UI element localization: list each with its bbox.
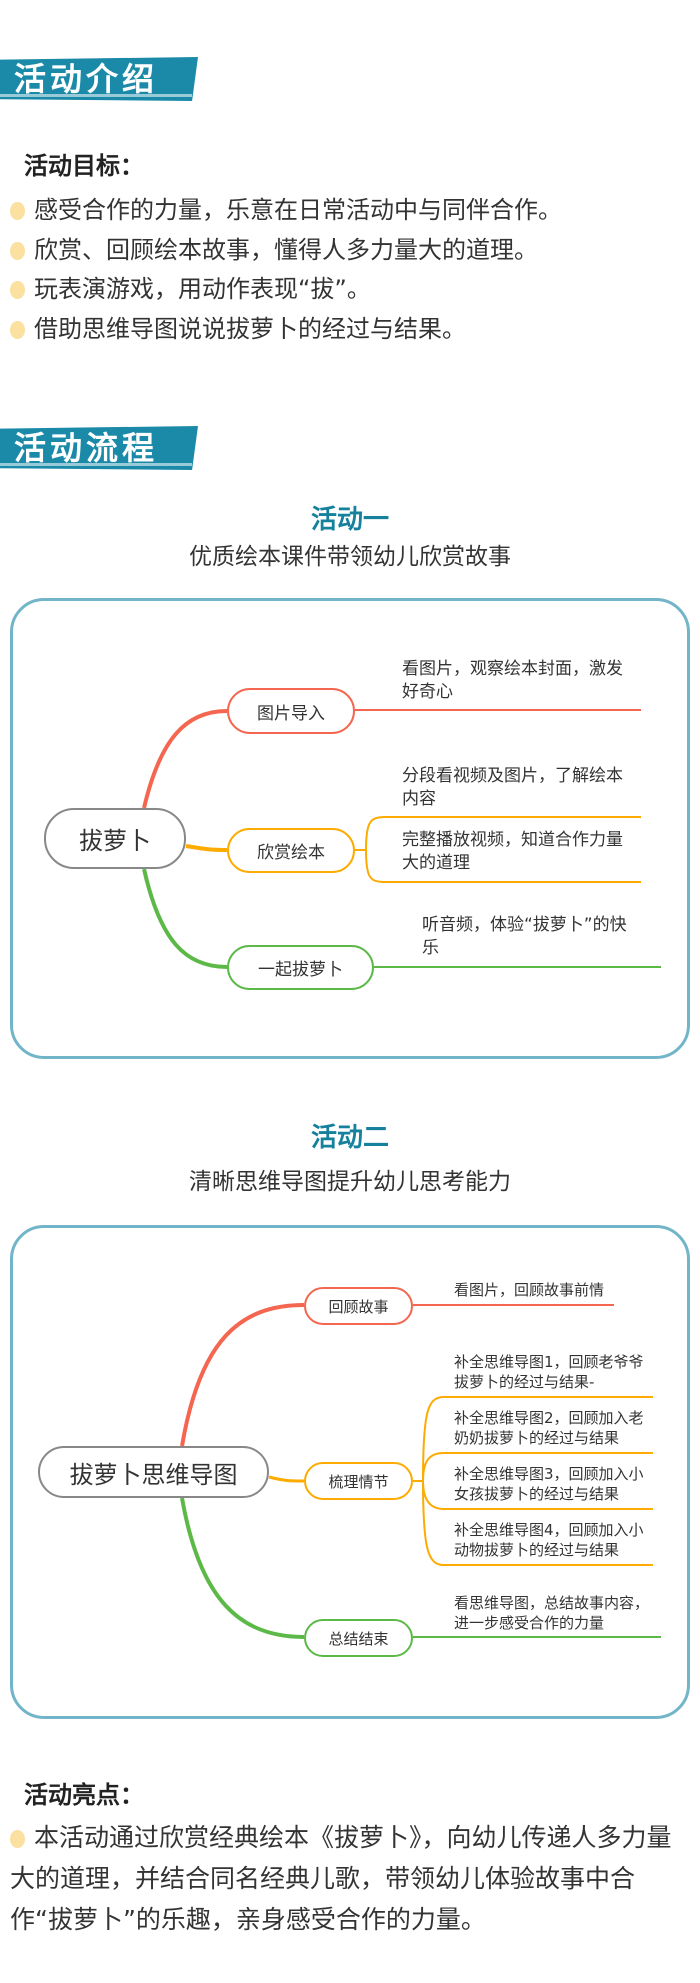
connector-red — [142, 709, 228, 809]
mindmap2-node-sort-plot: 梳理情节 — [304, 1462, 413, 1500]
activity2-subtitle: 清晰思维导图提升幼儿思考能力 — [189, 1169, 511, 1195]
section-banner-process: 活动流程 — [0, 426, 198, 470]
goal-item: 玩表演游戏，用动作表现“拔”。 — [10, 269, 371, 304]
connector-orange — [185, 844, 228, 852]
mindmap1-leaf: 看图片，观察绘本封面，激发好奇心 — [402, 659, 623, 702]
mindmap1-node-appreciate: 欣赏绘本 — [227, 828, 355, 873]
bullet-dot-icon — [10, 202, 25, 220]
activity2-title: 活动二 — [310, 1123, 389, 1153]
mindmap1-leaf: 分段看视频及图片，了解绘本内容 — [402, 766, 623, 809]
mindmap2-leaf: 看思维导图，总结故事内容，进一步感受合作的力量 — [454, 1594, 650, 1632]
mindmap2-node-summary: 总结结束 — [304, 1619, 413, 1657]
leaf-line-orange — [413, 1396, 653, 1566]
mindmap2-leaf: 看图片，回顾故事前情 — [454, 1281, 605, 1299]
mindmap1-root: 拔萝卜 — [44, 808, 186, 869]
goals-heading: 活动目标： — [10, 146, 158, 183]
goal-item: 感受合作的力量，乐意在日常活动中与同伴合作。 — [10, 190, 562, 225]
highlights-paragraph: 本活动通过欣赏经典绘本《拔萝卜》，向幼儿传递人多力量大的道理，并结合同名经典儿歌… — [10, 1823, 672, 1934]
mindmap2-leaf: 补全思维导图4，回顾加入小动物拔萝卜的经过与结果 — [454, 1521, 644, 1559]
mindmap1-frame — [10, 598, 690, 1059]
mindmap2-leaf: 补全思维导图3，回顾加入小女孩拔萝卜的经过与结果 — [454, 1465, 644, 1503]
connector-red — [180, 1303, 305, 1447]
goal-item: 借助思维导图说说拔萝卜的经过与结果。 — [10, 309, 466, 344]
mindmap1-leaf: 听音频，体验“拔萝卜”的快乐 — [422, 915, 627, 958]
mindmap1-node-picture-intro: 图片导入 — [227, 688, 355, 734]
mindmap2-leaf: 补全思维导图1，回顾老爷爷拔萝卜的经过与结果- — [454, 1353, 644, 1391]
highlights-heading: 活动亮点： — [10, 1775, 158, 1812]
goal-item: 欣赏、回顾绘本故事，懂得人多力量大的道理。 — [10, 230, 538, 265]
activity1-title: 活动一 — [310, 505, 389, 535]
section-banner-intro: 活动介绍 — [0, 57, 198, 101]
mindmap2-leaf: 补全思维导图2，回顾加入老奶奶拔萝卜的经过与结果 — [454, 1409, 644, 1447]
bullet-dot-icon — [10, 321, 25, 339]
mindmap1-leaf: 完整播放视频，知道合作力量大的道理 — [402, 830, 623, 873]
connector-green — [180, 1497, 305, 1639]
connector-orange — [268, 1475, 305, 1483]
leaf-line-orange — [355, 816, 641, 883]
mindmap1-node-pull-together: 一起拔萝卜 — [227, 945, 374, 990]
mindmap2-frame — [10, 1225, 690, 1719]
mindmap2-root: 拔萝卜思维导图 — [38, 1446, 269, 1498]
bullet-dot-icon — [10, 242, 25, 260]
bullet-dot-icon — [10, 1830, 25, 1848]
connector-green — [142, 868, 228, 969]
activity1-subtitle: 优质绘本课件带领幼儿欣赏故事 — [189, 544, 511, 570]
mindmap2-node-review: 回顾故事 — [304, 1287, 413, 1325]
bullet-dot-icon — [10, 281, 25, 299]
